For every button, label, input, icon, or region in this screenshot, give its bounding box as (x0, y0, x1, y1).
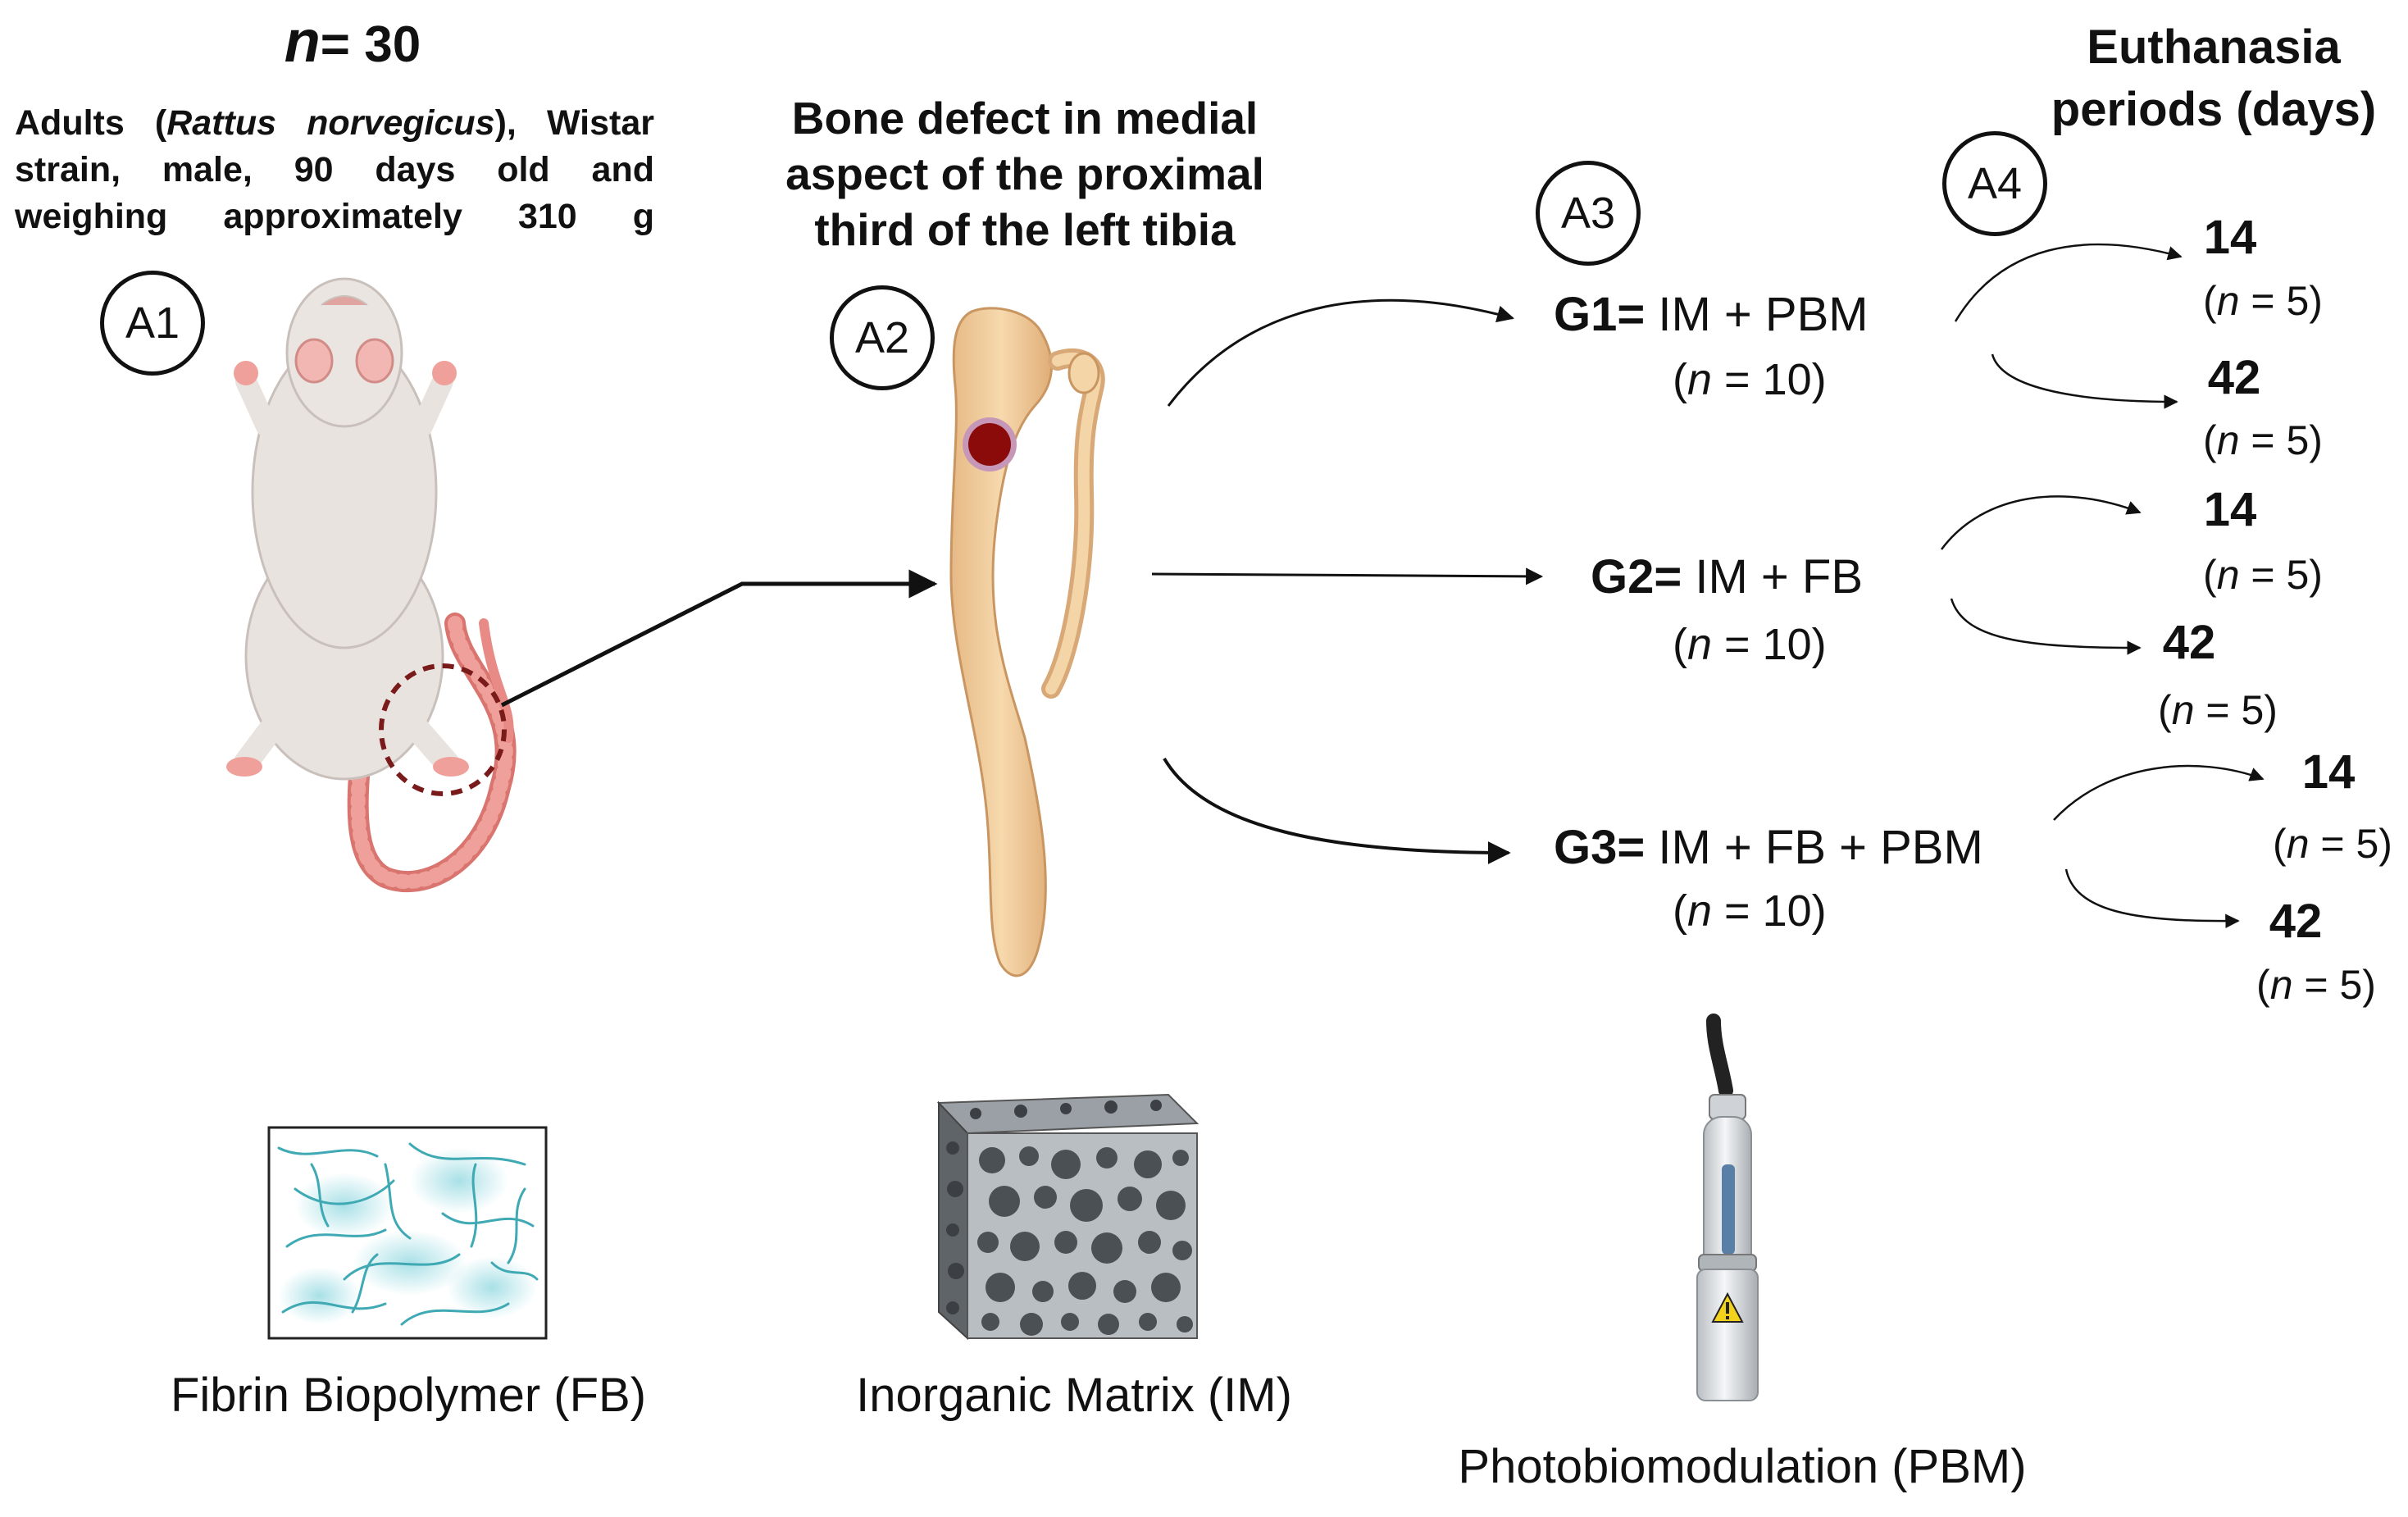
step-a3-badge: A3 (1536, 161, 1641, 266)
g3-period-42-size: (n = 5) (2256, 962, 2376, 1008)
group-g1-treatment: IM + PBM (1645, 288, 1869, 341)
fibrin-mesh-icon (267, 1126, 548, 1340)
step-a2-badge: A2 (830, 285, 935, 390)
arrow-rat-to-tibia (500, 569, 938, 708)
sample-size-title: n= 30 (230, 8, 476, 75)
g2-period-14: 14 (2203, 483, 2257, 536)
arrow-g2-to-42 (1950, 598, 2142, 655)
arrow-g1-to-42 (1991, 353, 2178, 409)
arrow-g3-to-14 (2053, 764, 2265, 821)
species-name: Rattus norvegicus (166, 103, 495, 143)
arrow-g1-to-14 (1954, 243, 2183, 322)
group-g3-treatment: IM + FB + PBM (1645, 821, 1983, 874)
group-g3-size: (n = 10) (1673, 886, 1827, 936)
arrow-g2-to-14 (1940, 495, 2142, 550)
defect-title: Bone defect in medial aspect of the prox… (785, 93, 1264, 255)
group-g2-treatment: IM + FB (1682, 550, 1864, 604)
legend-pbm-label: Photobiomodulation (PBM) (1458, 1440, 2027, 1493)
arrow-to-g1 (1167, 298, 1515, 407)
inorganic-matrix-cube-icon (936, 1093, 1199, 1341)
sample-size-n-label: n (284, 9, 321, 75)
g2-period-42: 42 (2162, 616, 2216, 669)
arrow-to-g2 (1151, 567, 1544, 585)
subject-description: Adults (Rattus norvegicus), Wistar strai… (15, 103, 654, 236)
arrow-to-g3 (1163, 757, 1511, 864)
group-g1-label: G1= IM + PBM (1554, 287, 1869, 342)
rat-icon (226, 277, 517, 892)
tibia-icon (949, 307, 1105, 977)
legend-matrix-label: Inorganic Matrix (IM) (856, 1369, 1292, 1422)
group-g2-size: (n = 10) (1673, 620, 1827, 669)
g3-period-42: 42 (2269, 895, 2323, 948)
group-g1-name: G1= (1554, 288, 1646, 341)
arrow-g3-to-42 (2064, 868, 2240, 928)
sample-size-value: = 30 (320, 16, 421, 73)
group-g2-label: G2= IM + FB (1591, 549, 1863, 604)
legend-fibrin-label: Fibrin Biopolymer (FB) (170, 1369, 647, 1422)
g1-period-14: 14 (2203, 211, 2257, 264)
g2-period-42-size: (n = 5) (2158, 687, 2278, 733)
g3-period-14-size: (n = 5) (2273, 821, 2392, 867)
group-g3-name: G3= (1554, 821, 1646, 874)
warning-icon (1711, 1292, 1744, 1323)
g2-period-14-size: (n = 5) (2203, 552, 2323, 598)
group-g3-label: G3= IM + FB + PBM (1554, 820, 1983, 875)
group-g2-name: G2= (1591, 550, 1682, 604)
g1-period-42-size: (n = 5) (2203, 417, 2323, 463)
euthanasia-title: Euthanasia periods (days) (2051, 20, 2377, 136)
group-g1-size: (n = 10) (1673, 355, 1827, 404)
g1-period-14-size: (n = 5) (2203, 278, 2323, 324)
g3-period-14: 14 (2301, 745, 2356, 799)
g1-period-42: 42 (2207, 351, 2261, 404)
laser-device-icon (1696, 1014, 1759, 1401)
step-a4-badge: A4 (1942, 131, 2047, 236)
step-a1-badge: A1 (100, 271, 205, 376)
